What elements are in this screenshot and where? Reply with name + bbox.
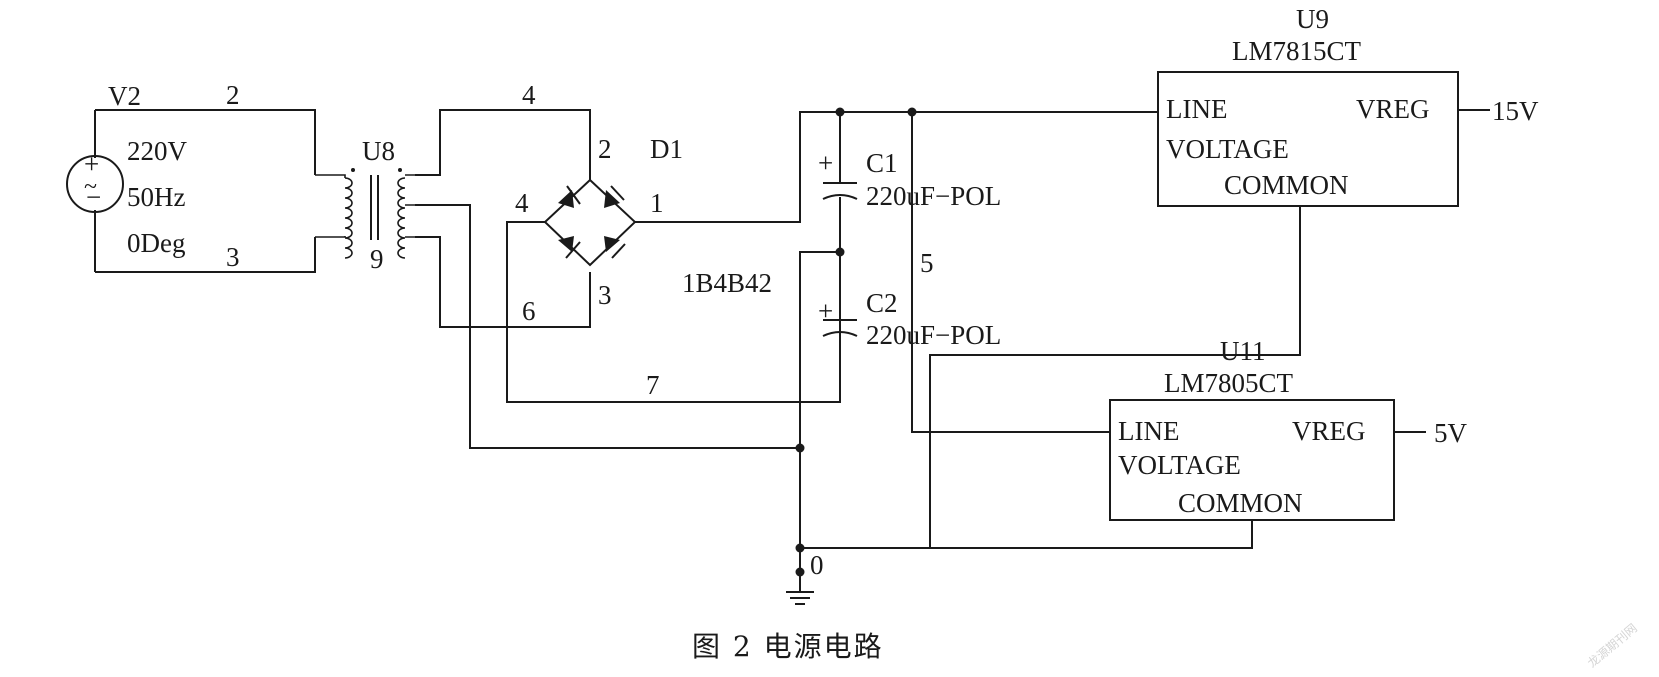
capacitor-c1: + C1 220uF−POL xyxy=(818,148,1001,211)
junctions xyxy=(795,107,917,577)
diode-icon xyxy=(604,190,620,208)
net-labels: 2 3 4 5 6 7 0 xyxy=(226,80,934,580)
secondary-coil-icon xyxy=(397,177,406,259)
regulator-u9: U9 LM7815CT LINE VOLTAGE VREG COMMON 15V xyxy=(1157,4,1539,207)
u9-pin-line: LINE xyxy=(1166,94,1227,124)
regulator-u11: U11 LM7805CT LINE VOLTAGE VREG COMMON 5V xyxy=(1109,336,1468,521)
net-label-4: 4 xyxy=(522,80,536,110)
u9-part: LM7815CT xyxy=(1232,36,1362,66)
bridge-pin-left: 4 xyxy=(515,188,529,218)
u11-pin-vreg: VREG xyxy=(1292,416,1366,446)
c2-plus-sign: + xyxy=(818,296,833,326)
source-frequency: 50Hz xyxy=(127,182,185,212)
c2-value: 220uF−POL xyxy=(866,320,1001,350)
transformer-u8: U8 9 xyxy=(315,136,415,274)
u9-pin-common: COMMON xyxy=(1224,170,1349,200)
bridge-pin-right: 1 xyxy=(650,188,664,218)
c1-value: 220uF−POL xyxy=(866,181,1001,211)
u11-ref: U11 xyxy=(1220,336,1266,366)
u11-output-label: 5V xyxy=(1434,418,1468,448)
source-voltage: 220V xyxy=(127,136,188,166)
bridge-ref: D1 xyxy=(650,134,683,164)
capacitor-c2: + C2 220uF−POL xyxy=(818,252,1001,350)
u9-output-label: 15V xyxy=(1492,96,1539,126)
source-plus-sign: + xyxy=(84,149,99,179)
u9-ref: U9 xyxy=(1296,4,1329,34)
net-label-0: 0 xyxy=(810,550,824,580)
u9-pin-vreg: VREG xyxy=(1356,94,1430,124)
bridge-pin-top: 2 xyxy=(598,134,612,164)
transformer-ref: U8 xyxy=(362,136,395,166)
source-ref: V2 xyxy=(108,81,141,111)
ac-sine-icon: ~ xyxy=(84,174,97,200)
net-label-3: 3 xyxy=(226,242,240,272)
figure-caption: 图 2 电源电路 xyxy=(692,630,884,663)
bridge-rectifier-d1: 2 1 4 3 D1 1B4B42 xyxy=(515,134,772,310)
u9-pin-voltage: VOLTAGE xyxy=(1166,134,1289,164)
u11-pin-common: COMMON xyxy=(1178,488,1303,518)
net-label-6: 6 xyxy=(522,296,536,326)
net-label-7: 7 xyxy=(646,370,660,400)
u11-pin-line: LINE xyxy=(1118,416,1179,446)
ac-source-v2: + − ~ V2 220V 50Hz 0Deg xyxy=(66,81,188,258)
source-minus-sign: − xyxy=(86,182,101,212)
c1-ref: C1 xyxy=(866,148,898,178)
ground-icon xyxy=(786,572,814,605)
net-label-2: 2 xyxy=(226,80,240,110)
primary-coil-icon xyxy=(344,177,353,259)
u11-part: LM7805CT xyxy=(1164,368,1294,398)
watermark: 龙源期刊网 xyxy=(1585,621,1640,670)
bridge-part: 1B4B42 xyxy=(682,268,772,298)
bridge-pin-bottom: 3 xyxy=(598,280,612,310)
diode-icon xyxy=(558,236,574,252)
c1-plus-sign: + xyxy=(818,148,833,178)
transformer-node-label: 9 xyxy=(370,244,384,274)
u11-pin-voltage: VOLTAGE xyxy=(1118,450,1241,480)
diode-icon xyxy=(558,190,574,208)
net-label-5: 5 xyxy=(920,248,934,278)
diode-icon xyxy=(604,236,620,252)
c2-ref: C2 xyxy=(866,288,898,318)
source-phase: 0Deg xyxy=(127,228,185,258)
